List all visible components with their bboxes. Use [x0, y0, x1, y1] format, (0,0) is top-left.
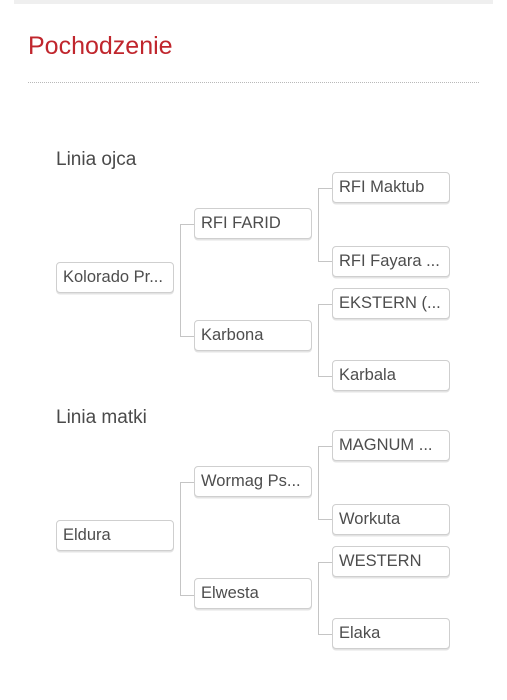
pedigree-node-horse[interactable]: Eldura	[56, 520, 174, 551]
pedigree-node-sire[interactable]: Wormag Ps...	[194, 466, 312, 497]
section-title: Pochodzenie	[28, 32, 173, 60]
pedigree-connector	[180, 482, 194, 596]
sire-line-title: Linia ojca	[56, 149, 137, 170]
pedigree-node-sire[interactable]: RFI FARID	[194, 208, 312, 239]
pedigree-node-sire-dam[interactable]: RFI Fayara ...	[332, 246, 450, 277]
pedigree-connector	[318, 188, 332, 262]
pedigree-node-dam-dam[interactable]: Karbala	[332, 360, 450, 391]
pedigree-node-dam[interactable]: Elwesta	[194, 578, 312, 609]
pedigree-connector	[318, 562, 332, 635]
pedigree-node-dam-sire[interactable]: WESTERN	[332, 546, 450, 577]
pedigree-node-sire-sire[interactable]: RFI Maktub	[332, 172, 450, 203]
pedigree-connector	[318, 304, 332, 377]
pedigree-node-dam-sire[interactable]: EKSTERN (...	[332, 288, 450, 319]
pedigree-node-sire-dam[interactable]: Workuta	[332, 504, 450, 535]
pedigree-node-dam[interactable]: Karbona	[194, 320, 312, 351]
top-scroll-strip	[14, 0, 493, 4]
dotted-divider	[28, 82, 479, 83]
dam-line-title: Linia matki	[56, 407, 147, 428]
pedigree-connector	[318, 446, 332, 520]
pedigree-node-dam-dam[interactable]: Elaka	[332, 618, 450, 649]
pedigree-connector	[180, 224, 194, 337]
pedigree-node-horse[interactable]: Kolorado Pr...	[56, 262, 174, 293]
pedigree-node-sire-sire[interactable]: MAGNUM ...	[332, 430, 450, 461]
